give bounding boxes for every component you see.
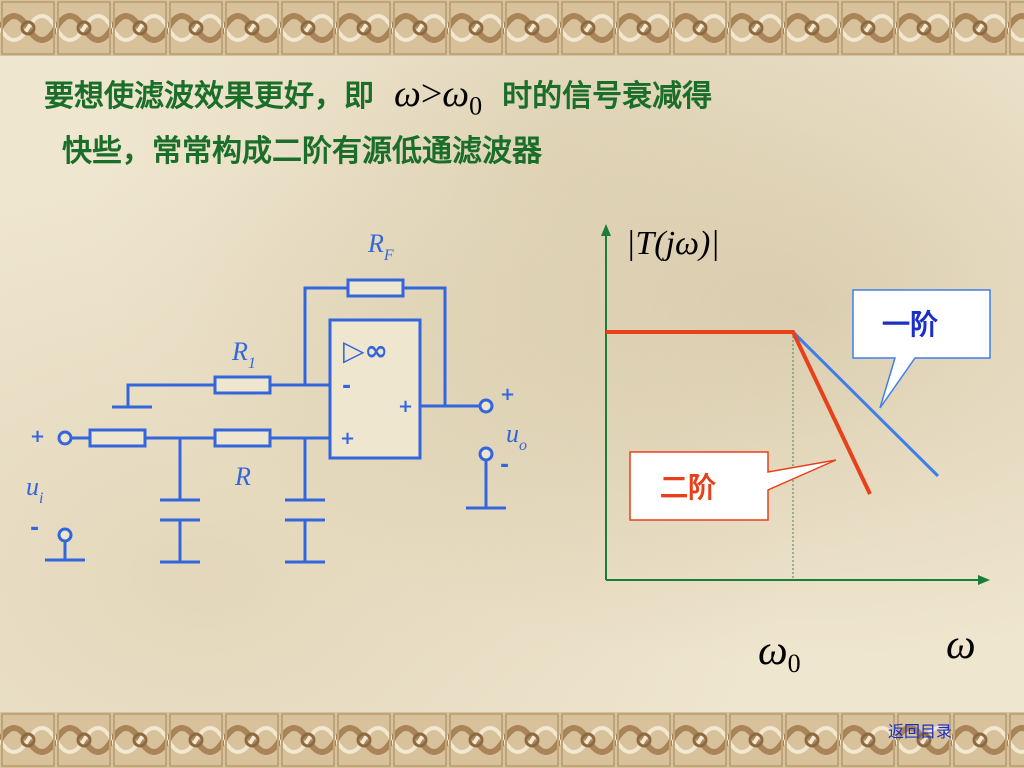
heading-text-part1: 要想使滤波效果更好，即 (44, 79, 374, 114)
resistor-r1 (213, 375, 272, 395)
label-r1: R1 (231, 337, 256, 372)
wire (403, 286, 447, 406)
second-order-response-line (606, 330, 872, 495)
x-axis-arrow (978, 575, 990, 585)
second-order-callout-label: 二阶 (660, 471, 716, 504)
omega0-marker-label: ω0 (758, 628, 801, 678)
input-ground-terminal (57, 527, 73, 543)
resistor-rf (346, 278, 405, 298)
heading-text-part2: 时的信号衰减得 (502, 79, 713, 114)
wire (303, 286, 348, 385)
label-ui: ui (26, 472, 43, 507)
x-axis-label: ω (946, 622, 976, 668)
wire (126, 383, 215, 407)
label-r: R (234, 462, 251, 491)
first-order-callout-box (852, 289, 991, 409)
return-to-contents-link[interactable]: 返回目录 (888, 722, 953, 741)
input-minus-sign: - (30, 516, 39, 541)
input-resistor (88, 428, 147, 448)
output-minus-sign: - (500, 453, 509, 478)
input-terminal (57, 430, 73, 446)
label-uo: uo (506, 419, 527, 454)
omega-symbol: ω (394, 73, 421, 115)
first-order-response-line (791, 330, 940, 478)
output-terminal (478, 398, 494, 414)
opamp-plus-label-in: + (340, 428, 355, 449)
decorative-border-bottom (0, 712, 1024, 768)
omega0-subscript: 0 (469, 91, 483, 121)
opamp-plus-label-out: + (398, 396, 413, 417)
opamp-symbol: ▷∞ (343, 334, 388, 367)
filter-circuit-diagram: RF R1 R ui uo ▷∞ - + + + - + - (26, 229, 527, 564)
decorative-border-top (0, 0, 1024, 56)
opamp-minus-label: - (342, 374, 351, 399)
heading-line-2: 快些，常常构成二阶有源低通滤波器 (62, 134, 542, 169)
frequency-response-graph: |T(jω)| ω0 ω 一阶 二阶 (601, 224, 991, 678)
opamp-box (328, 318, 422, 460)
y-axis-arrow (601, 224, 611, 236)
input-plus-sign: + (30, 426, 45, 447)
y-axis-label: |T(jω)| (626, 225, 720, 262)
omega-condition: ω>ω0 (394, 73, 482, 121)
second-order-callout-box (629, 451, 837, 521)
label-rf: RF (367, 229, 394, 264)
omega0-symbol: ω (442, 73, 470, 115)
greater-than-symbol: > (420, 73, 443, 115)
first-order-callout-label: 一阶 (882, 308, 938, 341)
resistor-r (213, 428, 272, 448)
output-ground-terminal (478, 446, 494, 462)
output-plus-sign: + (500, 384, 515, 405)
